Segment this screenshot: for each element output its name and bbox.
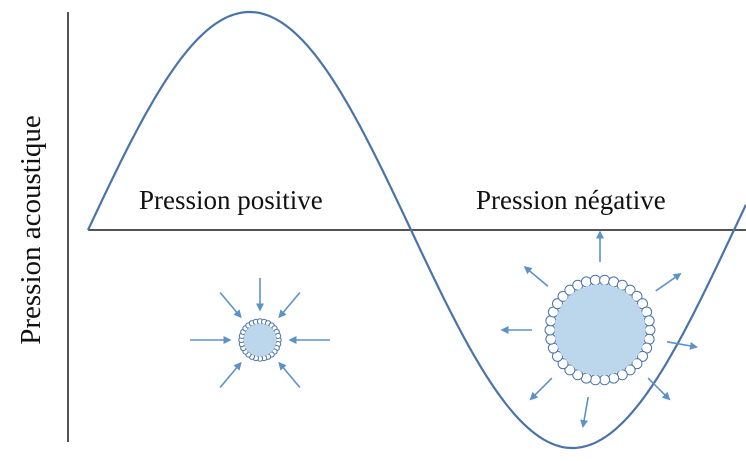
inward-arrow: [278, 361, 301, 389]
outward-arrow: [647, 377, 671, 401]
membrane-bead: [564, 284, 576, 296]
expanded-bubble: [544, 274, 656, 386]
bubble-core: [554, 284, 646, 376]
membrane-bead: [624, 364, 636, 376]
membrane-bead: [544, 324, 556, 336]
positive-pressure-label: Pression positive: [139, 185, 323, 215]
membrane-bead: [644, 324, 656, 336]
membrane-bead: [631, 290, 643, 302]
outward-arrow: [580, 396, 589, 428]
membrane-bead: [589, 374, 601, 386]
y-axis-label: Pression acoustique: [15, 115, 47, 345]
membrane-bead: [643, 315, 655, 327]
inward-arrow: [219, 291, 242, 319]
membrane-bead: [599, 374, 611, 386]
membrane-bead: [557, 290, 569, 302]
inward-arrows: [190, 278, 330, 389]
membrane-bead: [608, 372, 620, 384]
inward-arrow: [219, 361, 242, 389]
membrane-bead: [616, 279, 628, 291]
membrane-bead: [564, 364, 576, 376]
bubble-core: [243, 323, 277, 357]
outward-arrow: [523, 266, 549, 287]
inward-arrow: [278, 291, 301, 319]
outward-arrow: [529, 377, 553, 401]
outward-arrow: [666, 341, 698, 350]
membrane-bead: [631, 358, 643, 370]
membrane-bead: [557, 358, 569, 370]
outward-arrow: [655, 272, 682, 292]
membrane-bead: [637, 350, 649, 362]
membrane-bead: [599, 274, 611, 286]
membrane-bead: [580, 276, 592, 288]
membrane-bead: [589, 274, 601, 286]
membrane-bead: [545, 333, 557, 345]
outward-arrows: [500, 230, 698, 428]
membrane-bead: [624, 284, 636, 296]
pressure-wave: [87, 10, 746, 450]
compressed-bubble: [238, 318, 282, 362]
membrane-bead: [551, 298, 563, 310]
membrane-bead: [572, 369, 584, 381]
negative-pressure-label: Pression négative: [476, 185, 666, 215]
